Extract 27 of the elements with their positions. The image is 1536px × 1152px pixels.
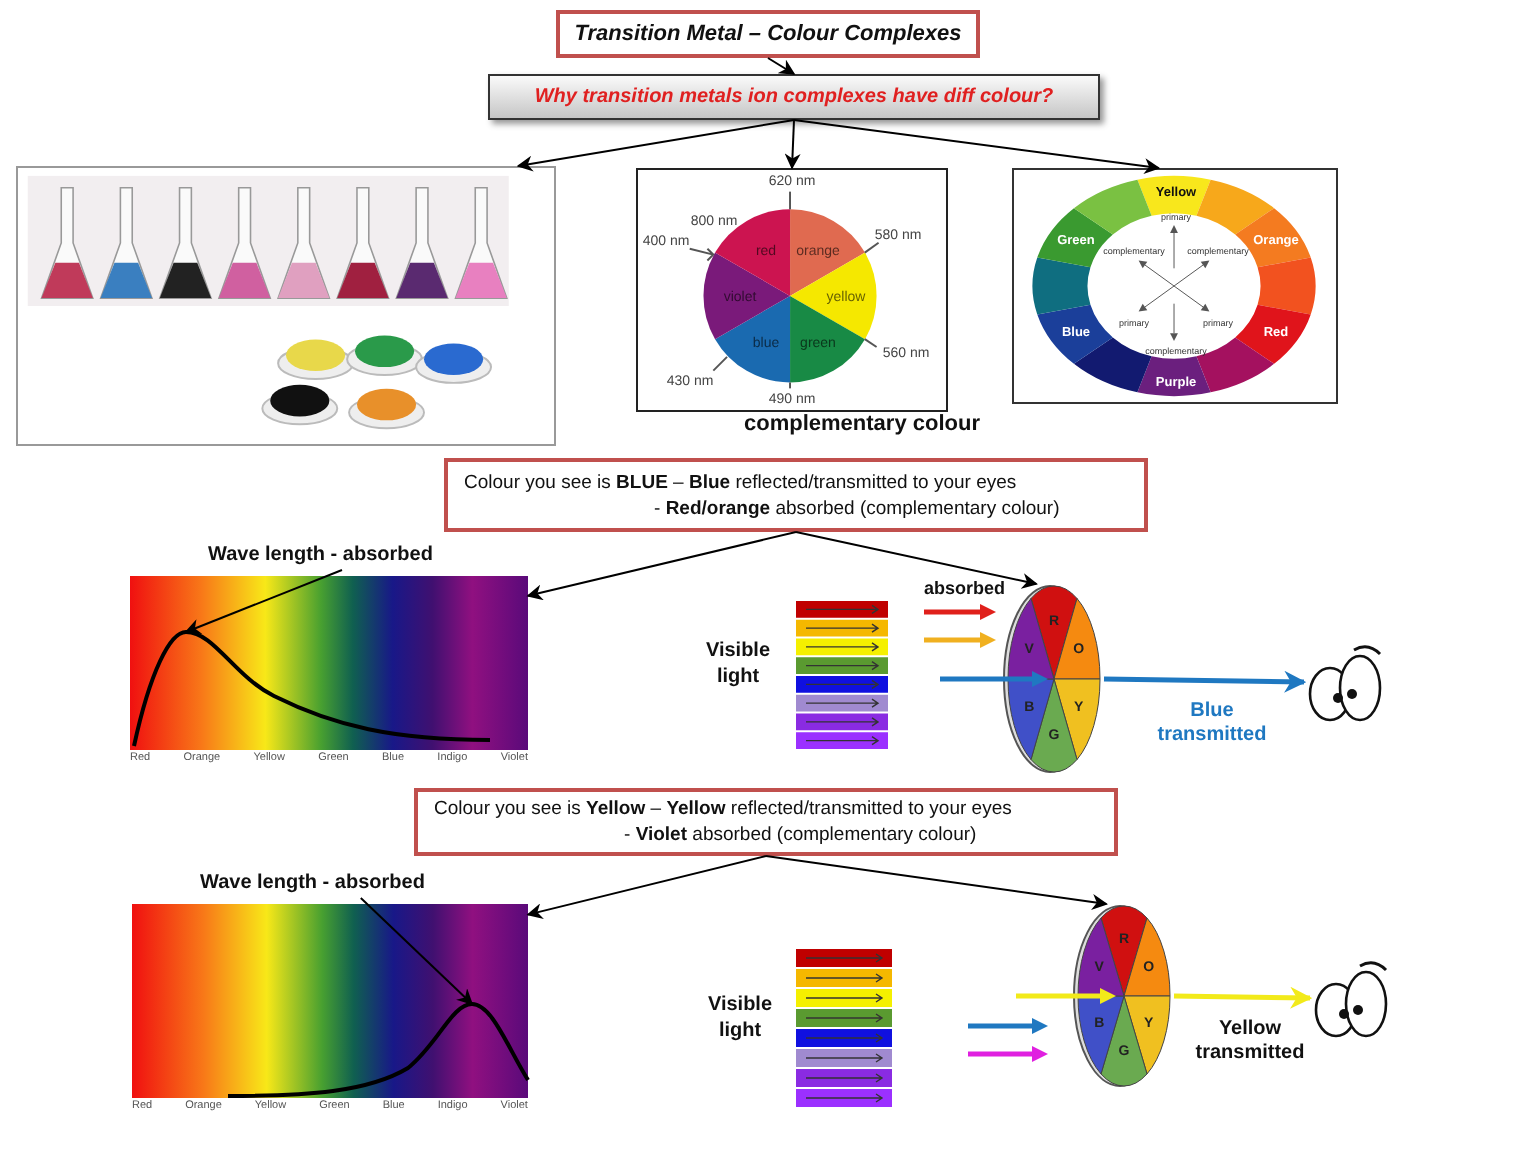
arrow bbox=[793, 119, 1161, 175]
arrow bbox=[1103, 670, 1307, 693]
side-caption: Visible light bbox=[703, 638, 773, 690]
arrow bbox=[784, 119, 801, 170]
question-box bbox=[488, 74, 1100, 120]
arrow bbox=[765, 855, 1108, 910]
info-box bbox=[444, 458, 1148, 532]
info-text: - Red/orange absorbed (complementary colour) bbox=[654, 495, 1060, 521]
arrow bbox=[795, 531, 1038, 589]
arrow bbox=[526, 855, 767, 919]
arrow bbox=[526, 531, 797, 601]
info-text: Colour you see is BLUE – Blue reflected/transmitted to your eyes bbox=[464, 469, 1017, 495]
caption-text: Wave length - absorbed bbox=[208, 544, 433, 566]
caption-text: complementary colour bbox=[744, 412, 980, 436]
arrow bbox=[1173, 986, 1313, 1009]
info-box bbox=[414, 788, 1118, 856]
arrow bbox=[516, 119, 795, 172]
arrow bbox=[767, 57, 796, 75]
info-text: Colour you see is Yellow – Yellow reflected/transmitted to your eyes bbox=[434, 796, 1012, 822]
info-text: - Violet absorbed (complementary colour) bbox=[624, 822, 977, 848]
question-text: Why transition metals ion complexes have diff colour? bbox=[534, 86, 1054, 108]
leader-line bbox=[359, 897, 474, 1006]
caption-text: Wave length - absorbed bbox=[200, 872, 425, 894]
title-box bbox=[556, 10, 980, 58]
caption-text: absorbed bbox=[924, 578, 1006, 598]
side-caption: Visible light bbox=[705, 992, 775, 1044]
title-text: Transition Metal – Colour Complexes bbox=[574, 22, 962, 46]
